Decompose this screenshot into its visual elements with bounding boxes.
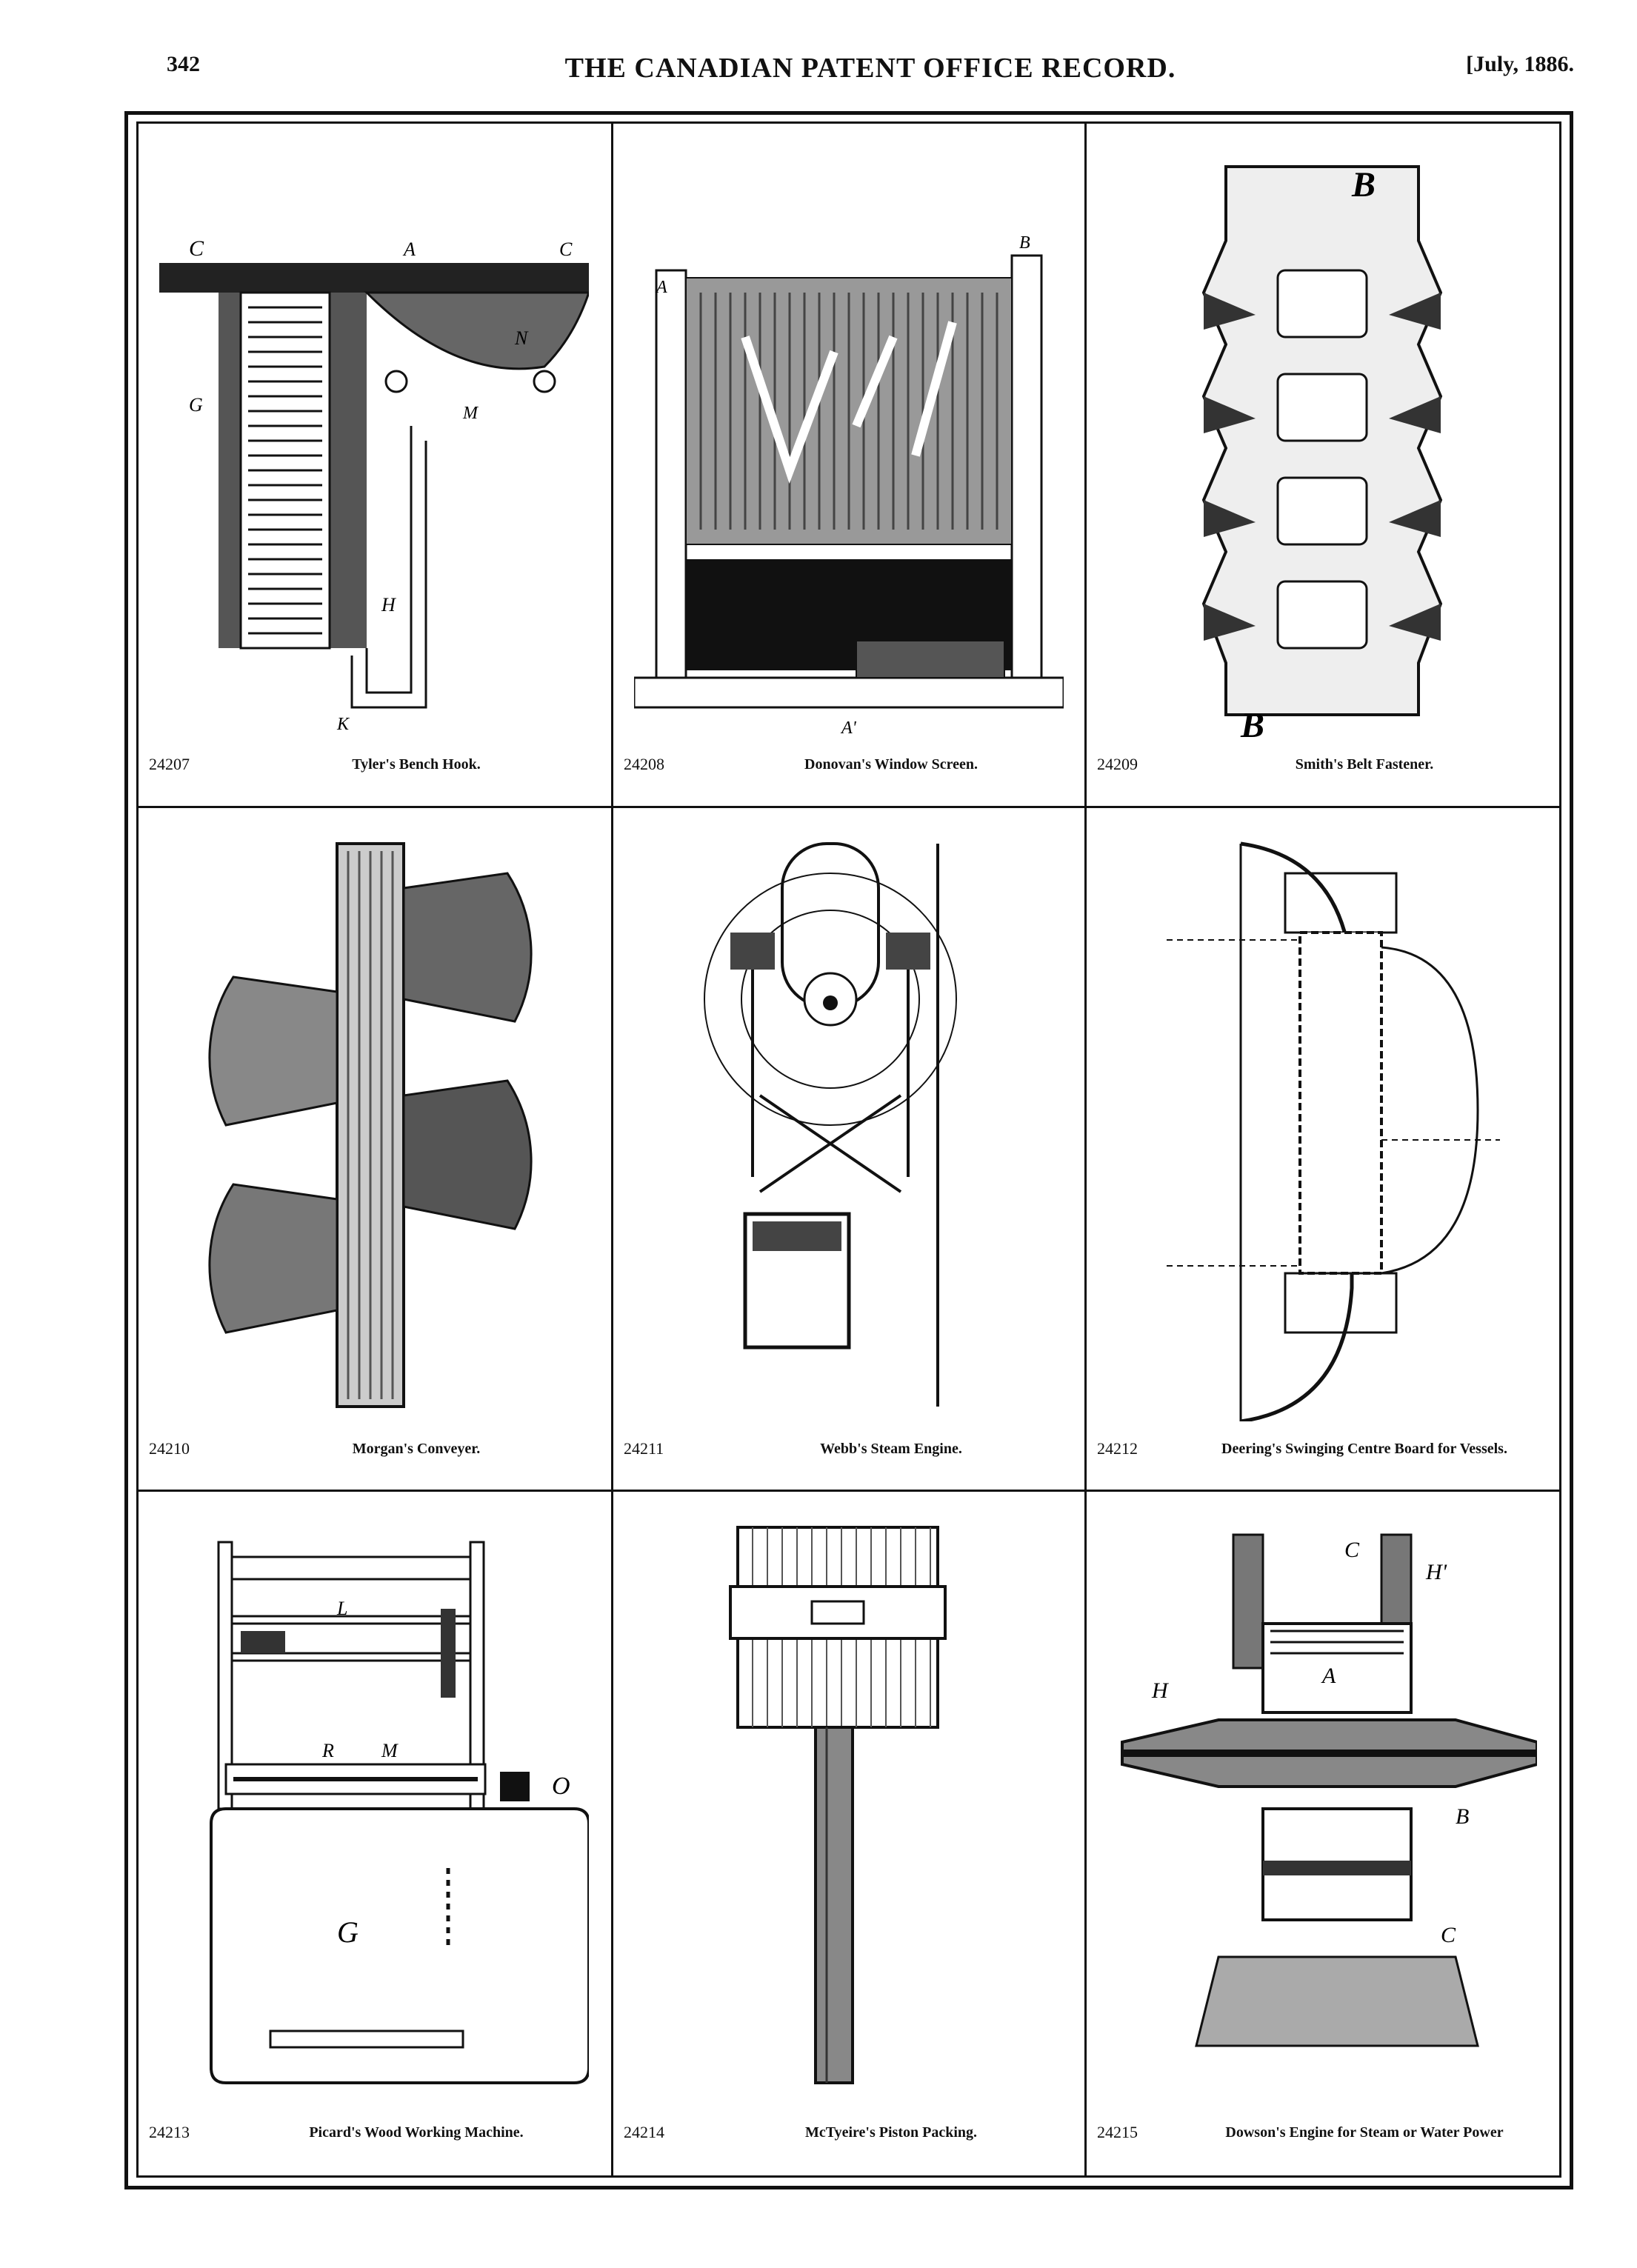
fig-letter: K <box>336 715 350 734</box>
fig-letter: A <box>402 239 416 260</box>
fig-letter: C <box>559 239 573 260</box>
patent-title: Dowson's Engine for Steam or Water Power <box>1225 2124 1504 2141</box>
fig-letter: C <box>1441 1923 1456 1947</box>
fig-letter: H <box>1151 1678 1170 1703</box>
belt-fastener-figure: B B <box>1201 165 1443 737</box>
patent-cell-24211: 24211 Webb's Steam Engine. <box>613 808 1084 1490</box>
fig-letter: M <box>381 1740 399 1761</box>
journal-title: THE CANADIAN PATENT OFFICE RECORD. <box>564 53 1176 84</box>
patent-cell-24210: 24210 Morgan's Conveyer. <box>139 808 610 1490</box>
patent-title: Morgan's Conveyer. <box>352 1441 481 1457</box>
inner-border <box>136 121 1561 2178</box>
fig-letter: C <box>189 236 204 261</box>
bench-hook-figure: C A C G N M H K <box>159 236 589 734</box>
patent-title: Deering's Swinging Centre Board for Vess… <box>1221 1441 1507 1457</box>
patent-cell-24209: B B 24209 Smith's Belt Fastener. <box>1087 124 1558 806</box>
patent-caption: 24215 Dowson's Engine for Steam or Water… <box>1097 2123 1550 2167</box>
fig-letter: L <box>336 1598 347 1619</box>
fig-letter: B <box>1456 1804 1469 1829</box>
fig-letter: B <box>1019 233 1030 253</box>
column-divider <box>611 124 613 2175</box>
patent-number: 24207 <box>149 755 190 773</box>
patent-caption: 24208 Donovan's Window Screen. <box>624 755 1077 799</box>
piston-packing-figure <box>729 1526 947 2084</box>
patent-figure-grid: C A C G N M H K 24207 Tyler's Bench Hook… <box>139 124 1559 2175</box>
dowson-engine-figure: C H' A H B C <box>1121 1533 1537 2047</box>
patent-caption: 24210 Morgan's Conveyer. <box>149 1439 602 1484</box>
patent-number: 24213 <box>149 2123 190 2141</box>
patent-caption: 24212 Deering's Swinging Centre Board fo… <box>1097 1439 1550 1484</box>
patent-title: Webb's Steam Engine. <box>820 1441 962 1457</box>
patent-number: 24212 <box>1097 1439 1138 1458</box>
wood-working-machine-figure: G O R M L <box>210 1541 589 2084</box>
patent-number: 24210 <box>149 1439 190 1458</box>
patent-caption: 24211 Webb's Steam Engine. <box>624 1439 1077 1484</box>
column-divider <box>1084 124 1087 2175</box>
fig-letter: O <box>552 1772 570 1800</box>
fig-letter: H <box>381 594 396 616</box>
patent-number: 24208 <box>624 755 664 773</box>
patent-title: Smith's Belt Fastener. <box>1295 756 1434 773</box>
patent-caption: 24209 Smith's Belt Fastener. <box>1097 755 1550 799</box>
patent-caption: 24213 Picard's Wood Working Machine. <box>149 2123 602 2167</box>
steam-engine-figure <box>704 842 957 1407</box>
patent-number: 24214 <box>624 2123 664 2141</box>
patent-number: 24211 <box>624 1439 664 1458</box>
patent-cell-24208: A B A' 24208 Donovan's Window Screen. <box>613 124 1084 806</box>
row-divider <box>139 806 1559 808</box>
patent-caption: 24207 Tyler's Bench Hook. <box>149 755 602 799</box>
centre-board-figure <box>1167 841 1500 1421</box>
fig-letter: C <box>1344 1538 1360 1562</box>
patent-number: 24209 <box>1097 755 1138 773</box>
window-screen-figure: A B A' <box>634 233 1064 737</box>
fig-letter: N <box>514 327 529 349</box>
patent-number: 24215 <box>1097 2123 1138 2141</box>
fig-letter: A <box>655 278 667 297</box>
fig-letter: R <box>321 1740 334 1761</box>
patent-title: McTyeire's Piston Packing. <box>804 2124 977 2141</box>
outer-border <box>124 111 1573 2189</box>
fig-letter: G <box>189 394 203 416</box>
patent-title: Donovan's Window Screen. <box>804 756 978 773</box>
patent-cell-24214: 24214 McTyeire's Piston Packing. <box>613 1492 1084 2174</box>
fig-letter: H' <box>1425 1560 1447 1584</box>
page-header: 342 THE CANADIAN PATENT OFFICE RECORD. [… <box>167 52 1574 96</box>
patent-caption: 24214 McTyeire's Piston Packing. <box>624 2123 1077 2167</box>
patent-cell-24212: 24212 Deering's Swinging Centre Board fo… <box>1087 808 1558 1490</box>
row-divider <box>139 1490 1559 1492</box>
conveyer-figure <box>208 842 533 1408</box>
fig-letter: A <box>1321 1664 1336 1688</box>
patent-cell-24207: C A C G N M H K 24207 Tyler's Bench Hook… <box>139 124 610 806</box>
issue-date: [July, 1886. <box>1466 52 1574 76</box>
patent-title: Tyler's Bench Hook. <box>352 756 481 773</box>
patent-title: Picard's Wood Working Machine. <box>309 2124 524 2141</box>
patent-cell-24215: C H' A H B C 24215 Dowson's Engine for S… <box>1087 1492 1558 2174</box>
page-number: 342 <box>167 52 200 76</box>
fig-letter: B <box>1351 165 1376 204</box>
fig-letter: B <box>1240 706 1264 737</box>
fig-letter: A' <box>840 718 857 737</box>
patent-cell-24213: G O R M L 24213 Picard's Wood Working Ma… <box>139 1492 610 2174</box>
fig-letter: M <box>462 404 479 423</box>
fig-letter: G <box>337 1915 359 1949</box>
